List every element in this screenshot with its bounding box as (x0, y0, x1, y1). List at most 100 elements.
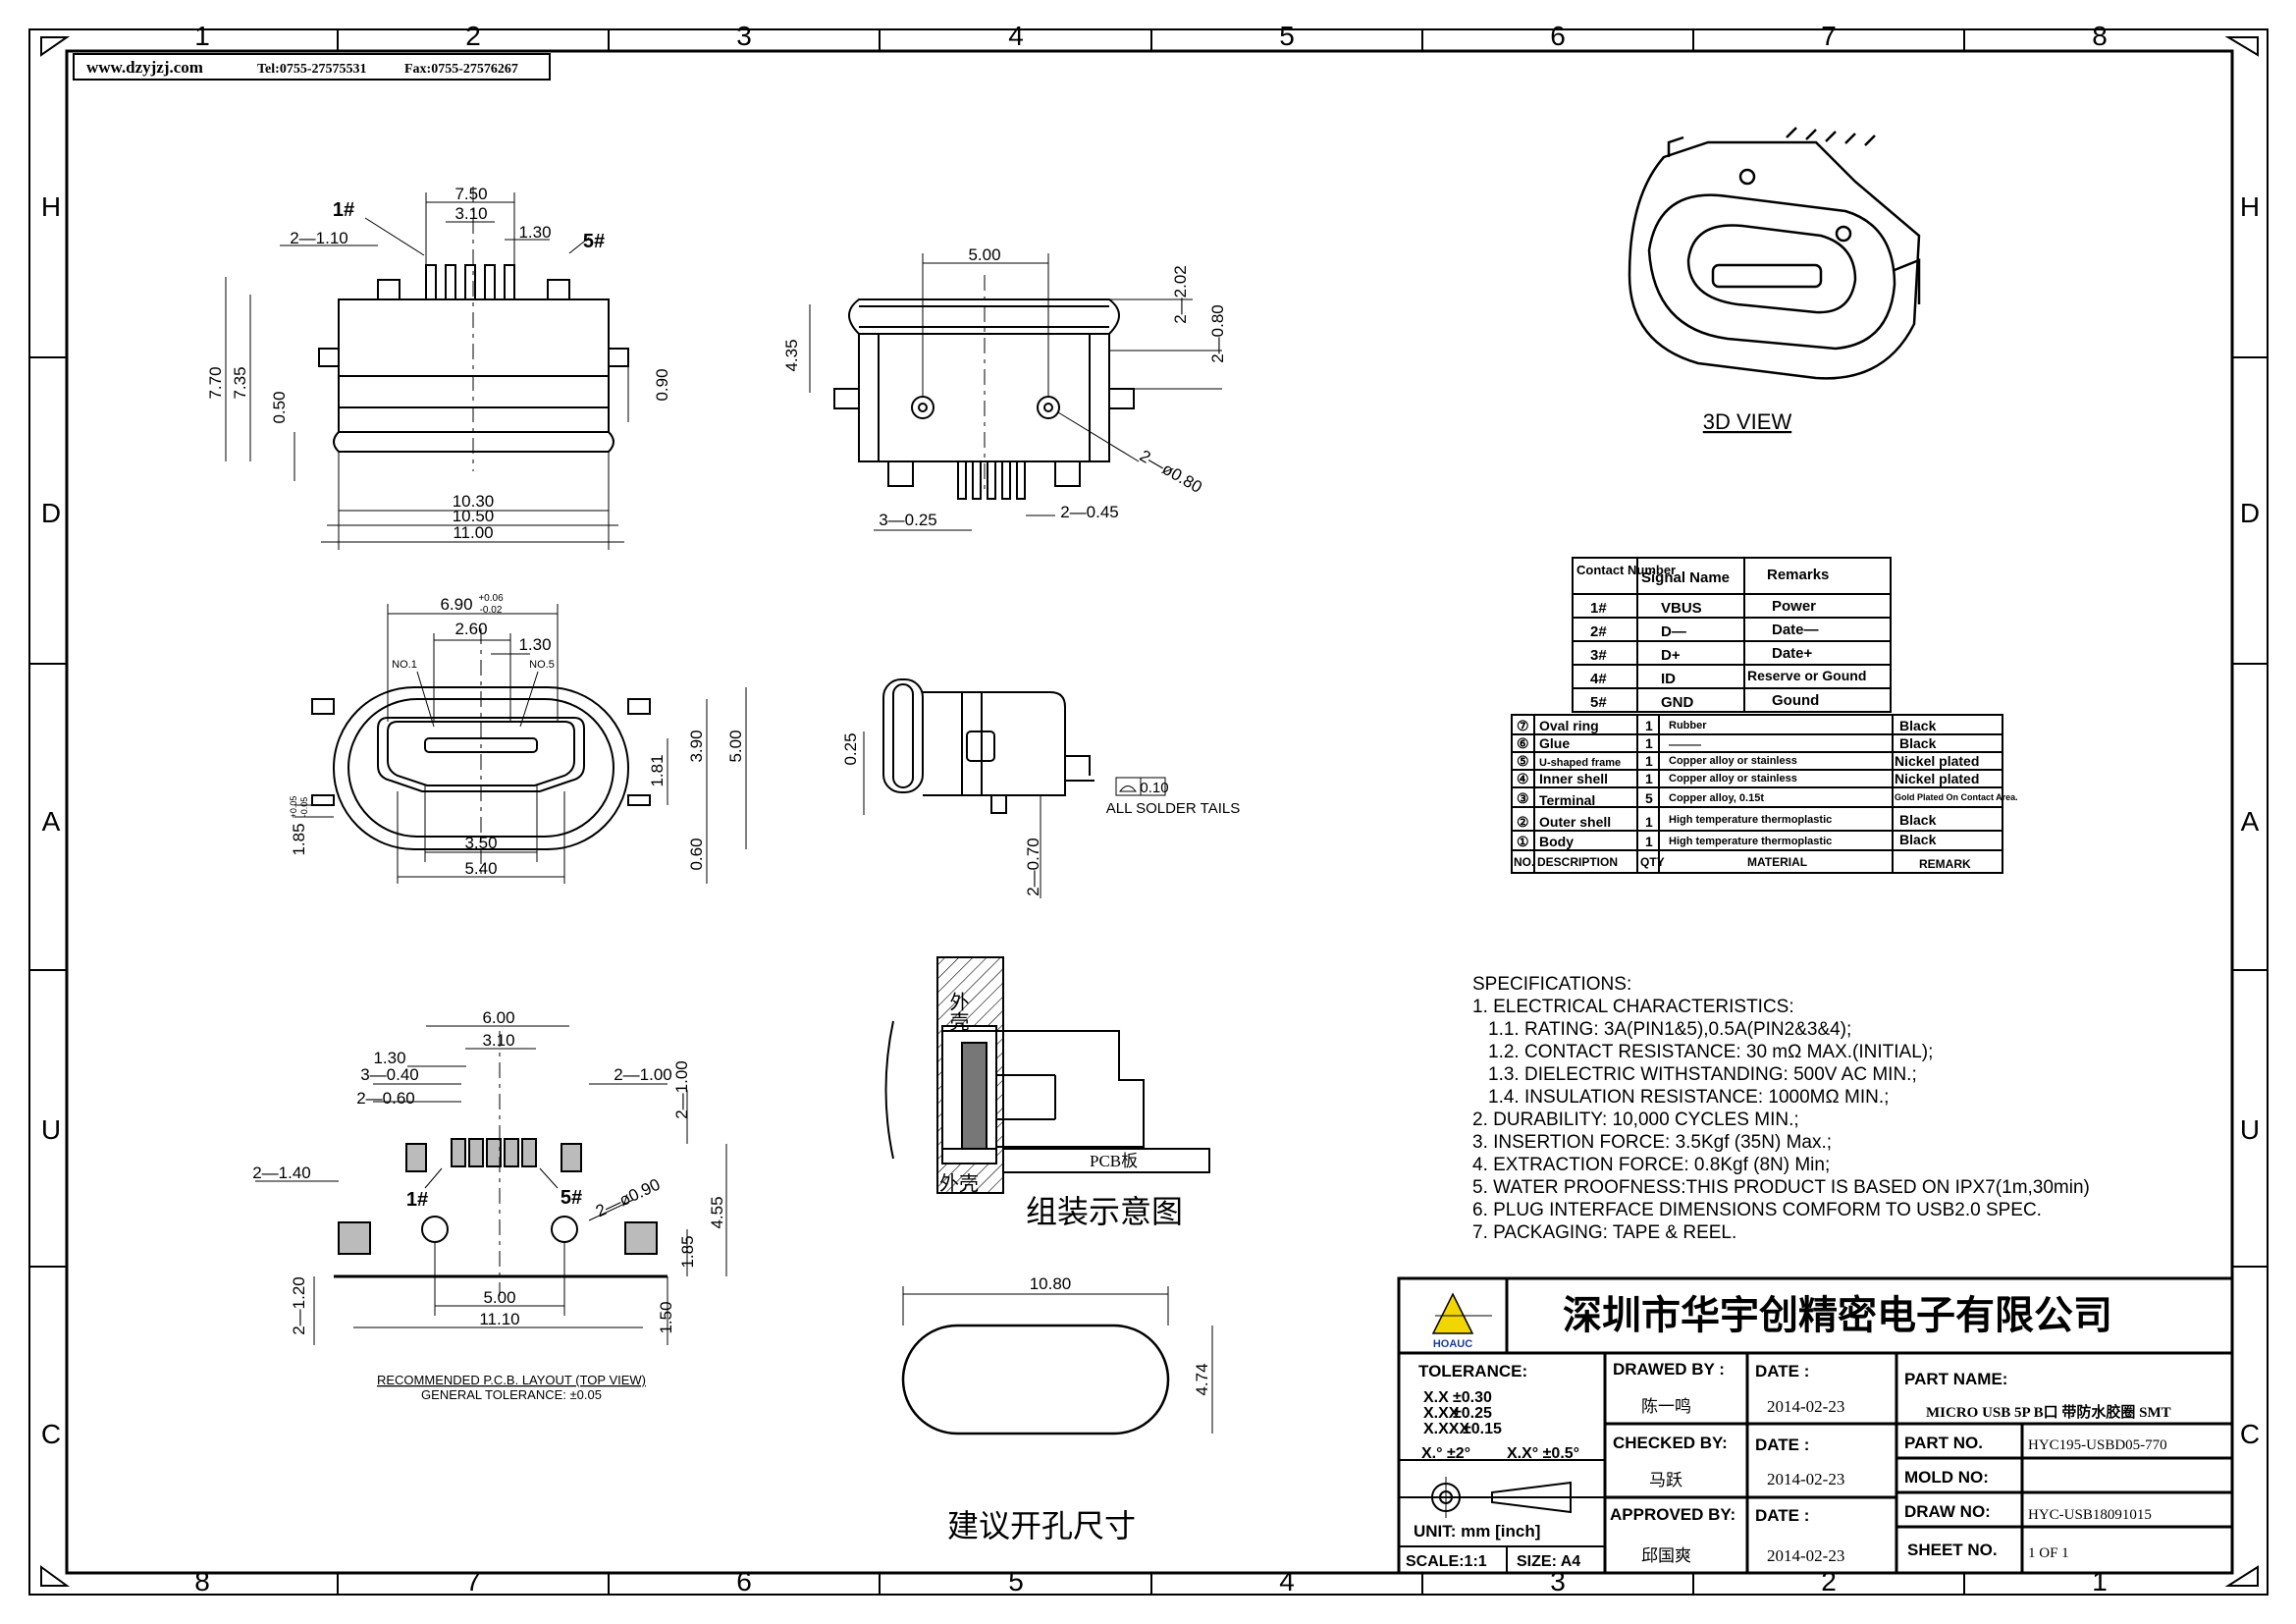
zone-ticks (29, 29, 2268, 1595)
tol-xxxx-val: ±0.15 (1463, 1421, 1502, 1437)
zone-right-C: C (2240, 1419, 2260, 1449)
date-value-1: 2014-02-23 (1767, 1397, 1844, 1416)
corner-mark-bl (40, 1565, 71, 1587)
top-pin5-label: 5# (583, 231, 605, 252)
front-dim-3-0-25: 3—0.25 (879, 511, 937, 529)
pin-row4-contact: 4# (1590, 671, 1607, 687)
pin-row5-signal: GND (1661, 694, 1694, 711)
pcb-dim-2-phi-0-90: 2—ø0.90 (593, 1175, 663, 1221)
checked-by-label: CHECKED BY: (1613, 1434, 1728, 1452)
zone-bottom-4: 4 (1279, 1566, 1295, 1597)
side-view-drawing (882, 678, 1095, 814)
top-dim-1-30: 1.30 (518, 223, 551, 242)
face-dim-1-85: 1.85 (290, 823, 308, 855)
pin-row1-remark: Power (1772, 598, 1816, 615)
zone-top-8: 8 (2092, 21, 2108, 51)
approved-by-label: APPROVED BY: (1610, 1505, 1735, 1524)
side-dim-0-10: 0.10 (1140, 780, 1168, 796)
face-dim-5-00: 5.00 (726, 730, 745, 762)
date-label-1: DATE : (1755, 1362, 1809, 1380)
bom-row3-qty: 5 (1645, 790, 1653, 806)
zone-top-2: 2 (465, 21, 481, 51)
front-dim-2-phi-0-80: 2—ø0.80 (1137, 447, 1205, 497)
zone-top-5: 5 (1279, 21, 1295, 51)
pin-row5-contact: 5# (1590, 694, 1607, 711)
top-dim-0-50: 0.50 (270, 391, 289, 423)
assembly-pcb: PCB板 (1090, 1152, 1138, 1170)
cutout-caption: 建议开孔尺寸 (947, 1508, 1136, 1543)
company-name: 深圳市华宇创精密电子有限公司 (1563, 1294, 2112, 1337)
pin-row3-signal: D+ (1661, 647, 1681, 664)
pcb-pin5-label: 5# (561, 1187, 582, 1209)
tol-xxx-val: ±0.25 (1453, 1405, 1492, 1422)
top-dim-3-10: 3.10 (454, 204, 487, 223)
spec-line-7: 3. INSERTION FORCE: 3.5Kgf (35N) Max.; (1472, 1132, 1832, 1153)
front-dim-4-35: 4.35 (782, 339, 801, 371)
spec-line-5: 1.4. INSULATION RESISTANCE: 1000MΩ MIN.; (1488, 1087, 1889, 1108)
bom-row1-no: ① (1517, 834, 1529, 849)
company-logo: HOAUC (1431, 1292, 1492, 1350)
checked-by-value: 马跃 (1649, 1471, 1682, 1489)
spec-line-3: 1.2. CONTACT RESISTANCE: 30 mΩ MAX.(INIT… (1488, 1042, 1933, 1062)
face-dim-tol-plus: +0.06 (478, 593, 504, 604)
zone-left-D: D (41, 498, 61, 528)
tol-angle-2: X.X° ±0.5° (1507, 1445, 1579, 1462)
spec-line-8: 4. EXTRACTION FORCE: 0.8Kgf (8N) Min; (1472, 1155, 1830, 1175)
zone-bottom-3: 3 (1550, 1566, 1566, 1597)
part-no-value: HYC195-USBD05-770 (2028, 1437, 2167, 1453)
bom-row7-qty: 1 (1645, 718, 1653, 733)
date-value-2: 2014-02-23 (1767, 1470, 1844, 1489)
tolerance-label: TOLERANCE: (1418, 1362, 1527, 1380)
pin-header-signal: Signal Name (1641, 569, 1730, 586)
zone-bottom-5: 5 (1008, 1566, 1024, 1597)
top-dim-10-30: 10.30 (453, 492, 495, 511)
pcb-dim-1-85: 1.85 (678, 1235, 697, 1268)
bom-table-text: ⑦ Oval ring 1 Rubber Black ⑥ Glue 1 ——— … (1514, 718, 2018, 871)
face-dim-1-85-tol-minus: -0.05 (299, 797, 309, 818)
bom-header-no: NO. (1514, 855, 1534, 869)
bom-row4-remark: Nickel plated (1895, 771, 1979, 786)
face-dim-6-90: 6.90 (440, 595, 472, 614)
face-dim-2-60: 2.60 (454, 620, 487, 638)
bom-row3-desc: Terminal (1539, 792, 1595, 808)
top-dim-0-90: 0.90 (653, 368, 671, 401)
scale-label: SCALE:1:1 (1406, 1553, 1487, 1570)
top-dim-10-50: 10.50 (453, 507, 495, 525)
pcb-dim-2-1-40: 2—1.40 (252, 1164, 311, 1182)
draw-no-value: HYC-USB18091015 (2028, 1507, 2152, 1523)
title-block-text: TOLERANCE: X.X ±0.30 X.XX ±0.25 X.XXX ±0… (1406, 1362, 1580, 1570)
front-view-labels: 5.00 2—2.02 2—0.80 4.35 2—ø0.80 3—0.25 2… (782, 245, 1227, 529)
draw-no-label: DRAW NO: (1904, 1502, 1991, 1521)
view-3d-label: 3D VIEW (1703, 409, 1792, 434)
cutout-height: 4.74 (1193, 1363, 1211, 1395)
front-dim-2-0-45: 2—0.45 (1060, 503, 1119, 521)
bom-row6-no: ⑥ (1517, 735, 1529, 751)
pin-table-text: Contact Number Signal Name Remarks 1# VB… (1576, 563, 1866, 711)
pin-row2-signal: D— (1661, 623, 1686, 640)
drawn-by-value: 陈一鸣 (1641, 1397, 1691, 1416)
cutout-width: 10.80 (1030, 1274, 1072, 1293)
header-fax: Fax:0755-27576267 (404, 62, 518, 77)
projection-symbol (1425, 1477, 1572, 1518)
zone-top-6: 6 (1550, 21, 1566, 51)
face-dim-tol-minus: -0.02 (480, 605, 503, 616)
face-label-no5: NO.5 (529, 659, 555, 671)
tol-xx-val: ±0.30 (1453, 1389, 1492, 1406)
spec-line-9: 5. WATER PROOFNESS:THIS PRODUCT IS BASED… (1472, 1177, 2090, 1198)
pin-row4-remark: Reserve or Gound (1747, 668, 1866, 683)
bom-row2-desc: Outer shell (1539, 814, 1611, 830)
pcb-pin1-label: 1# (406, 1189, 428, 1211)
bom-row5-remark: Nickel plated (1895, 753, 1979, 769)
pin-header-remarks: Remarks (1767, 567, 1829, 583)
assembly-labels: 外壳 外壳 PCB板 组装示意图 (939, 992, 1183, 1229)
bom-row4-desc: Inner shell (1539, 771, 1608, 786)
bom-row1-qty: 1 (1645, 834, 1653, 849)
pcb-layout-drawing (334, 1031, 667, 1296)
plug-face-dims (294, 604, 747, 884)
pcb-dim-2-1-00-h: 2—1.00 (614, 1065, 672, 1084)
assembly-shell-top: 外壳 (946, 992, 969, 1031)
top-view-labels: 7.50 3.10 1.30 2—1.10 7.70 7.35 0.50 0.9… (206, 185, 671, 542)
zone-bottom-6: 6 (736, 1566, 752, 1597)
plug-face-labels: 6.90 +0.06 -0.02 2.60 1.30 3.90 5.00 1.8… (289, 593, 745, 878)
corner-mark-tr (2224, 36, 2259, 57)
